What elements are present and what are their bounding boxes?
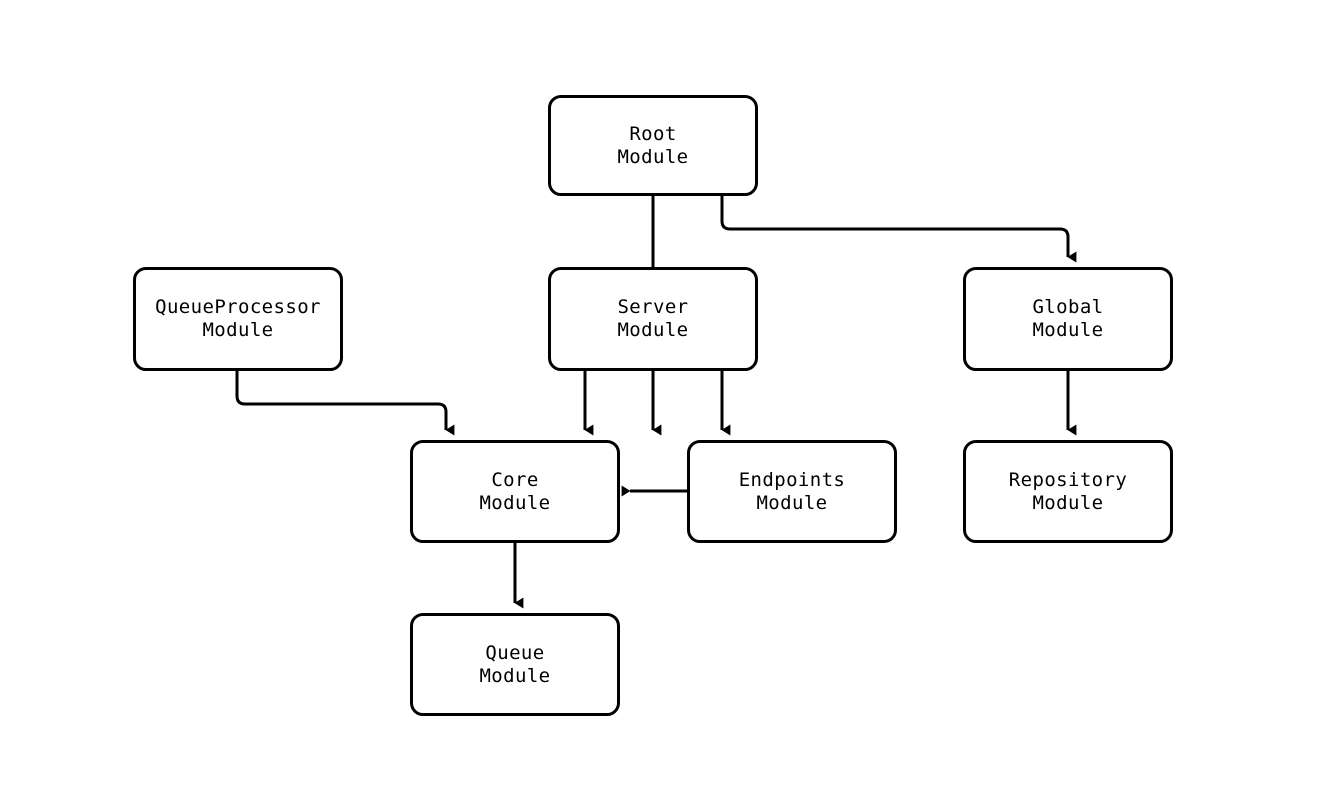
node-server-module-title: Server [617, 296, 689, 318]
node-global-module-title: Global [1032, 296, 1104, 318]
node-root-module-subtitle: Module [617, 145, 689, 168]
node-root-module[interactable]: Root Module [548, 95, 758, 196]
node-queue-module-title: Queue [485, 641, 545, 664]
node-queueprocessor-module-subtitle: Module [202, 319, 274, 341]
node-endpoints-module[interactable]: Endpoints Module [687, 440, 897, 543]
node-global-module[interactable]: Global Module [963, 267, 1173, 371]
node-root-module-title: Root [629, 122, 677, 145]
node-core-module[interactable]: Core Module [410, 440, 620, 543]
node-repository-module[interactable]: Repository Module [963, 440, 1173, 543]
node-core-module-subtitle: Module [479, 491, 551, 514]
node-server-module[interactable]: Server Module [548, 267, 758, 371]
node-endpoints-module-title: Endpoints [738, 468, 846, 491]
node-core-module-title: Core [491, 468, 539, 491]
node-queue-module[interactable]: Queue Module [410, 613, 620, 716]
node-queueprocessor-module[interactable]: QueueProcessor Module [133, 267, 343, 371]
node-repository-module-title: Repository [1008, 468, 1128, 491]
node-server-module-subtitle: Module [617, 319, 689, 341]
node-global-module-subtitle: Module [1032, 319, 1104, 341]
edge-queueprocessor-to-core [235, 371, 455, 436]
node-repository-module-subtitle: Module [1032, 491, 1104, 514]
edge-root-to-global [720, 196, 1077, 263]
node-queueprocessor-module-title: QueueProcessor [155, 296, 321, 318]
node-endpoints-module-subtitle: Module [756, 491, 828, 514]
node-queue-module-subtitle: Module [479, 664, 551, 687]
